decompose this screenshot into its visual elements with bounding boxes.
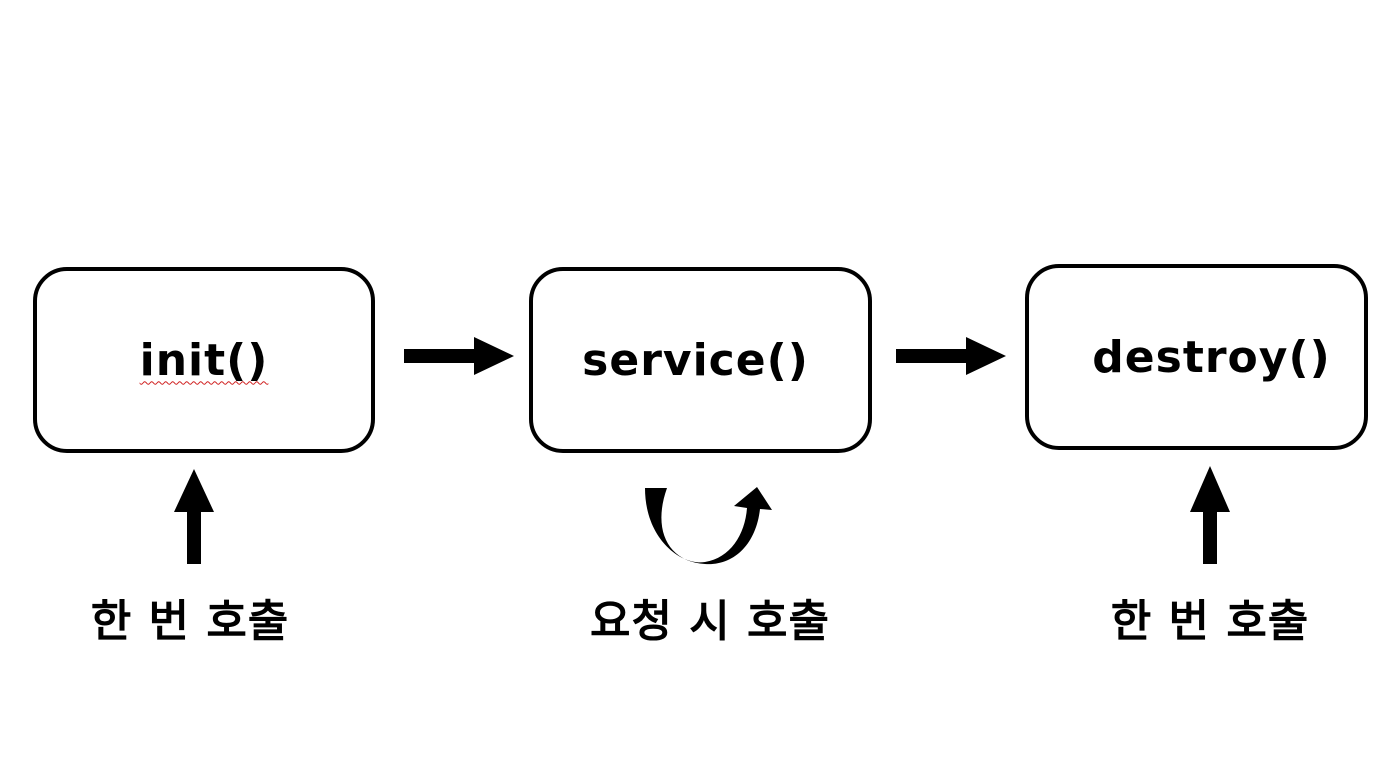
caption-service: 요청 시 호출 <box>589 596 831 647</box>
arrow-up-destroy <box>1190 466 1230 564</box>
node-init: init() <box>33 267 375 453</box>
node-service-label: service() <box>582 334 809 386</box>
node-destroy-label: destroy() <box>1092 331 1331 383</box>
arrow-up-init <box>174 469 214 564</box>
loop-arrow-service <box>645 487 772 565</box>
node-service: service() <box>529 267 872 453</box>
caption-init: 한 번 호출 <box>90 596 290 647</box>
caption-destroy: 한 번 호출 <box>1110 596 1310 647</box>
arrow-service-to-destroy <box>896 337 1006 375</box>
node-init-label: init() <box>140 335 269 386</box>
arrow-init-to-service <box>404 337 514 375</box>
node-destroy: destroy() <box>1025 264 1368 450</box>
node-init-label-text: init() <box>139 334 269 386</box>
